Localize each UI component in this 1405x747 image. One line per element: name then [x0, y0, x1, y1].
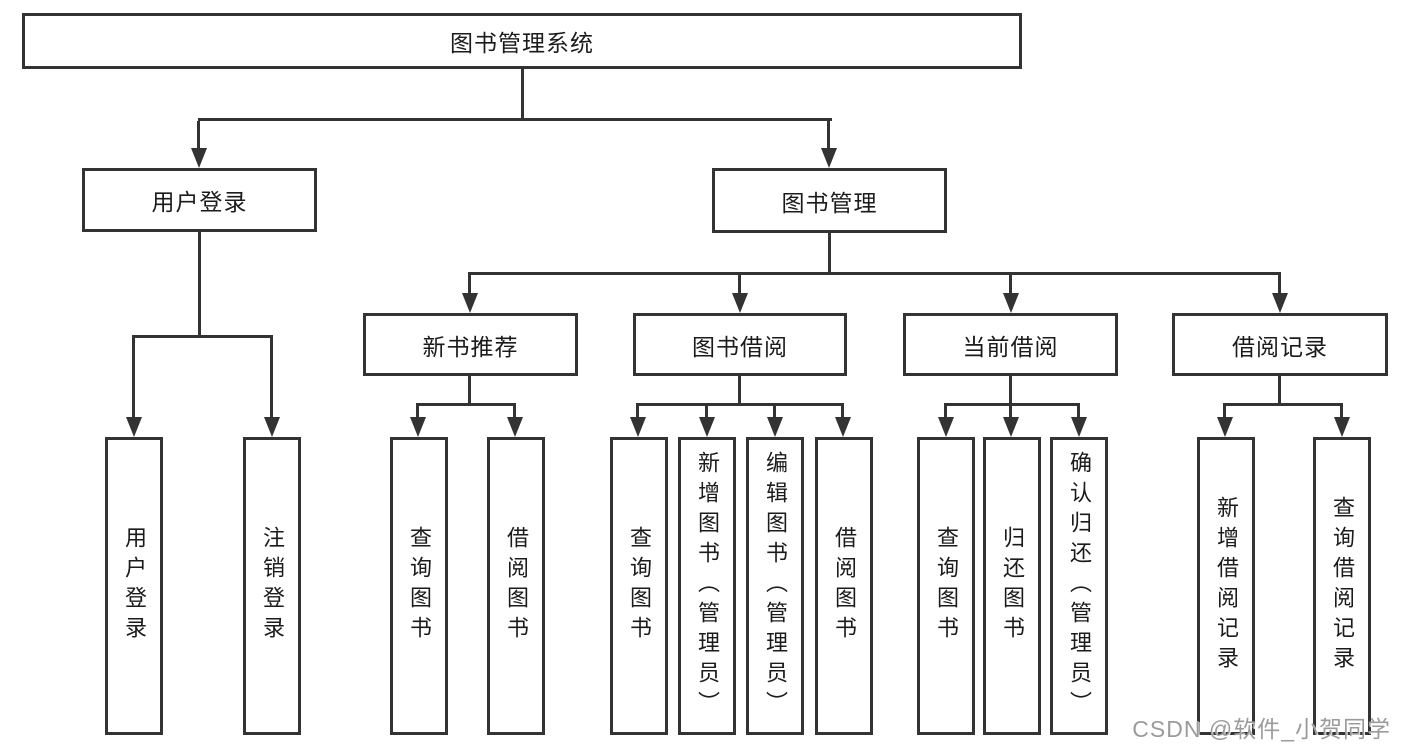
arrow-stem: [705, 406, 708, 419]
arrow-head-icon: [1334, 417, 1350, 437]
connector-user-login-vertical: [198, 232, 201, 338]
leaf-label: 查询借阅记录: [1330, 496, 1355, 676]
connector-new-book-horizontal: [416, 403, 516, 406]
arrow-stem: [1340, 406, 1343, 419]
arrow-stem: [738, 275, 741, 295]
leaf-logout: 注销登录: [243, 437, 301, 735]
arrow-head-icon: [1272, 293, 1288, 313]
leaf-label: 归还图书: [1000, 526, 1025, 646]
leaf-label: 编辑图书（管理员）: [763, 451, 788, 721]
connector-new-book-vertical: [468, 376, 471, 406]
arrow-stem: [1009, 275, 1012, 295]
arrow-head-icon: [410, 417, 426, 437]
leaf-query-books-recommendation: 查询图书: [390, 437, 448, 735]
leaf-label: 借阅图书: [504, 526, 529, 646]
leaf-label: 注销登录: [260, 526, 285, 646]
arrow-stem: [827, 121, 830, 150]
arrow-head-icon: [767, 417, 783, 437]
leaf-edit-books-admin: 编辑图书（管理员）: [746, 437, 804, 735]
node-user-login: 用户登录: [82, 168, 317, 232]
leaf-label: 查询图书: [407, 526, 432, 646]
arrow-stem: [1278, 275, 1281, 295]
leaf-return-books: 归还图书: [983, 437, 1041, 735]
arrow-stem: [944, 406, 947, 419]
arrow-stem: [468, 275, 471, 295]
arrow-head-icon: [264, 417, 280, 437]
arrow-head-icon: [699, 417, 715, 437]
arrow-head-icon: [938, 417, 954, 437]
leaf-query-books-current: 查询图书: [917, 437, 975, 735]
leaf-add-borrowing-record: 新增借阅记录: [1197, 437, 1255, 735]
arrow-head-icon: [835, 417, 851, 437]
leaf-label: 新增借阅记录: [1214, 496, 1239, 676]
connector-root-horizontal: [198, 118, 832, 121]
connector-root-vertical: [521, 69, 524, 121]
leaf-label: 借阅图书: [832, 526, 857, 646]
leaf-confirm-return-admin: 确认归还（管理员）: [1050, 437, 1108, 735]
leaf-label: 确认归还（管理员）: [1067, 451, 1092, 721]
arrow-stem: [416, 406, 419, 419]
leaf-label: 用户登录: [122, 526, 147, 646]
connector-book-borrowing-vertical: [738, 376, 741, 406]
arrow-stem: [513, 406, 516, 419]
arrow-stem: [773, 406, 776, 419]
connector-borrowing-records-vertical: [1278, 376, 1281, 406]
node-book-borrowing: 图书借阅: [633, 313, 847, 376]
connector-book-management-horizontal: [468, 272, 1281, 275]
node-borrowing-records: 借阅记录: [1172, 313, 1388, 376]
arrow-stem: [636, 406, 639, 419]
connector-current-borrowing-horizontal: [944, 403, 1080, 406]
node-current-borrowing: 当前借阅: [903, 313, 1118, 376]
arrow-stem: [1223, 406, 1226, 419]
connector-user-login-horizontal: [132, 335, 273, 338]
arrow-head-icon: [732, 293, 748, 313]
arrow-head-icon: [630, 417, 646, 437]
arrow-stem: [841, 406, 844, 419]
watermark: CSDN @软件_小贺同学: [1132, 716, 1391, 742]
leaf-label: 新增图书（管理员）: [695, 451, 720, 721]
arrow-stem: [132, 338, 135, 419]
arrow-head-icon: [1003, 293, 1019, 313]
leaf-user-login: 用户登录: [105, 437, 163, 735]
leaf-add-books-admin: 新增图书（管理员）: [678, 437, 736, 735]
leaf-query-books-borrowing: 查询图书: [610, 437, 668, 735]
arrow-stem: [197, 121, 200, 150]
arrow-head-icon: [126, 417, 142, 437]
arrow-stem: [1077, 406, 1080, 419]
arrow-head-icon: [507, 417, 523, 437]
connector-current-borrowing-vertical: [1009, 376, 1012, 406]
node-new-book-recommendation: 新书推荐: [363, 313, 578, 376]
arrow-head-icon: [1003, 417, 1019, 437]
arrow-head-icon: [1071, 417, 1087, 437]
node-library-management-system: 图书管理系统: [22, 13, 1022, 69]
arrow-stem: [270, 338, 273, 419]
leaf-label: 查询图书: [934, 526, 959, 646]
arrow-head-icon: [191, 148, 207, 168]
leaf-label: 查询图书: [627, 526, 652, 646]
arrow-head-icon: [1217, 417, 1233, 437]
leaf-borrow-books-recommendation: 借阅图书: [487, 437, 545, 735]
arrow-head-icon: [462, 293, 478, 313]
connector-book-management-vertical: [828, 233, 831, 275]
leaf-query-borrowing-record: 查询借阅记录: [1313, 437, 1371, 735]
connector-book-borrowing-horizontal: [636, 403, 844, 406]
leaf-borrow-books: 借阅图书: [815, 437, 873, 735]
node-book-management: 图书管理: [712, 168, 947, 233]
connector-borrowing-records-horizontal: [1223, 403, 1343, 406]
arrow-head-icon: [821, 148, 837, 168]
arrow-stem: [1009, 406, 1012, 419]
